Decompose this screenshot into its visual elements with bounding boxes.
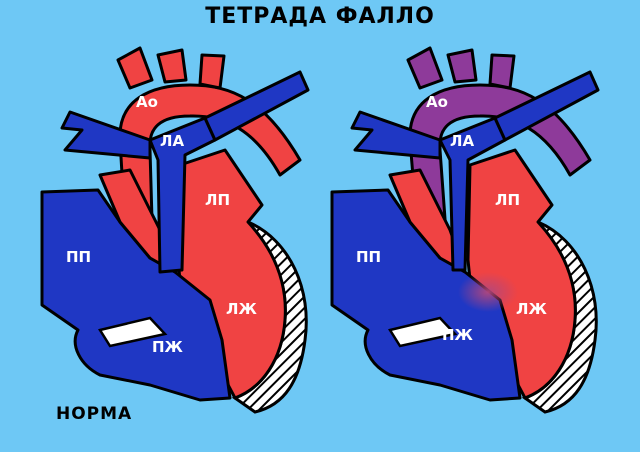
diagram-title: ТЕТРАДА ФАЛЛО [205, 4, 435, 29]
septal-defect-mixing [458, 272, 518, 312]
label-la-tof: ЛП [495, 191, 520, 209]
label-la-normal: ЛП [205, 191, 230, 209]
caption-normal: НОРМА [56, 404, 133, 424]
aorta-overriding [408, 83, 592, 264]
label-rv-normal: ПЖ [152, 338, 184, 356]
heart-tetralogy: Ао ЛА ЛП ПП ЛЖ ПЖ [330, 46, 600, 414]
label-rv-tof: ПЖ [442, 326, 474, 344]
label-aorta-tof: Ао [426, 93, 448, 111]
label-ra-normal: ПП [66, 248, 91, 266]
label-pa-tof: ЛА [450, 132, 474, 150]
label-lv-tof: ЛЖ [516, 300, 547, 318]
label-pa-normal: ЛА [160, 132, 184, 150]
label-lv-normal: ЛЖ [226, 300, 257, 318]
label-aorta-normal: Ао [136, 93, 158, 111]
heart-normal: Ао ЛА ЛП ПП ЛЖ ПЖ [40, 46, 310, 414]
label-ra-tof: ПП [356, 248, 381, 266]
